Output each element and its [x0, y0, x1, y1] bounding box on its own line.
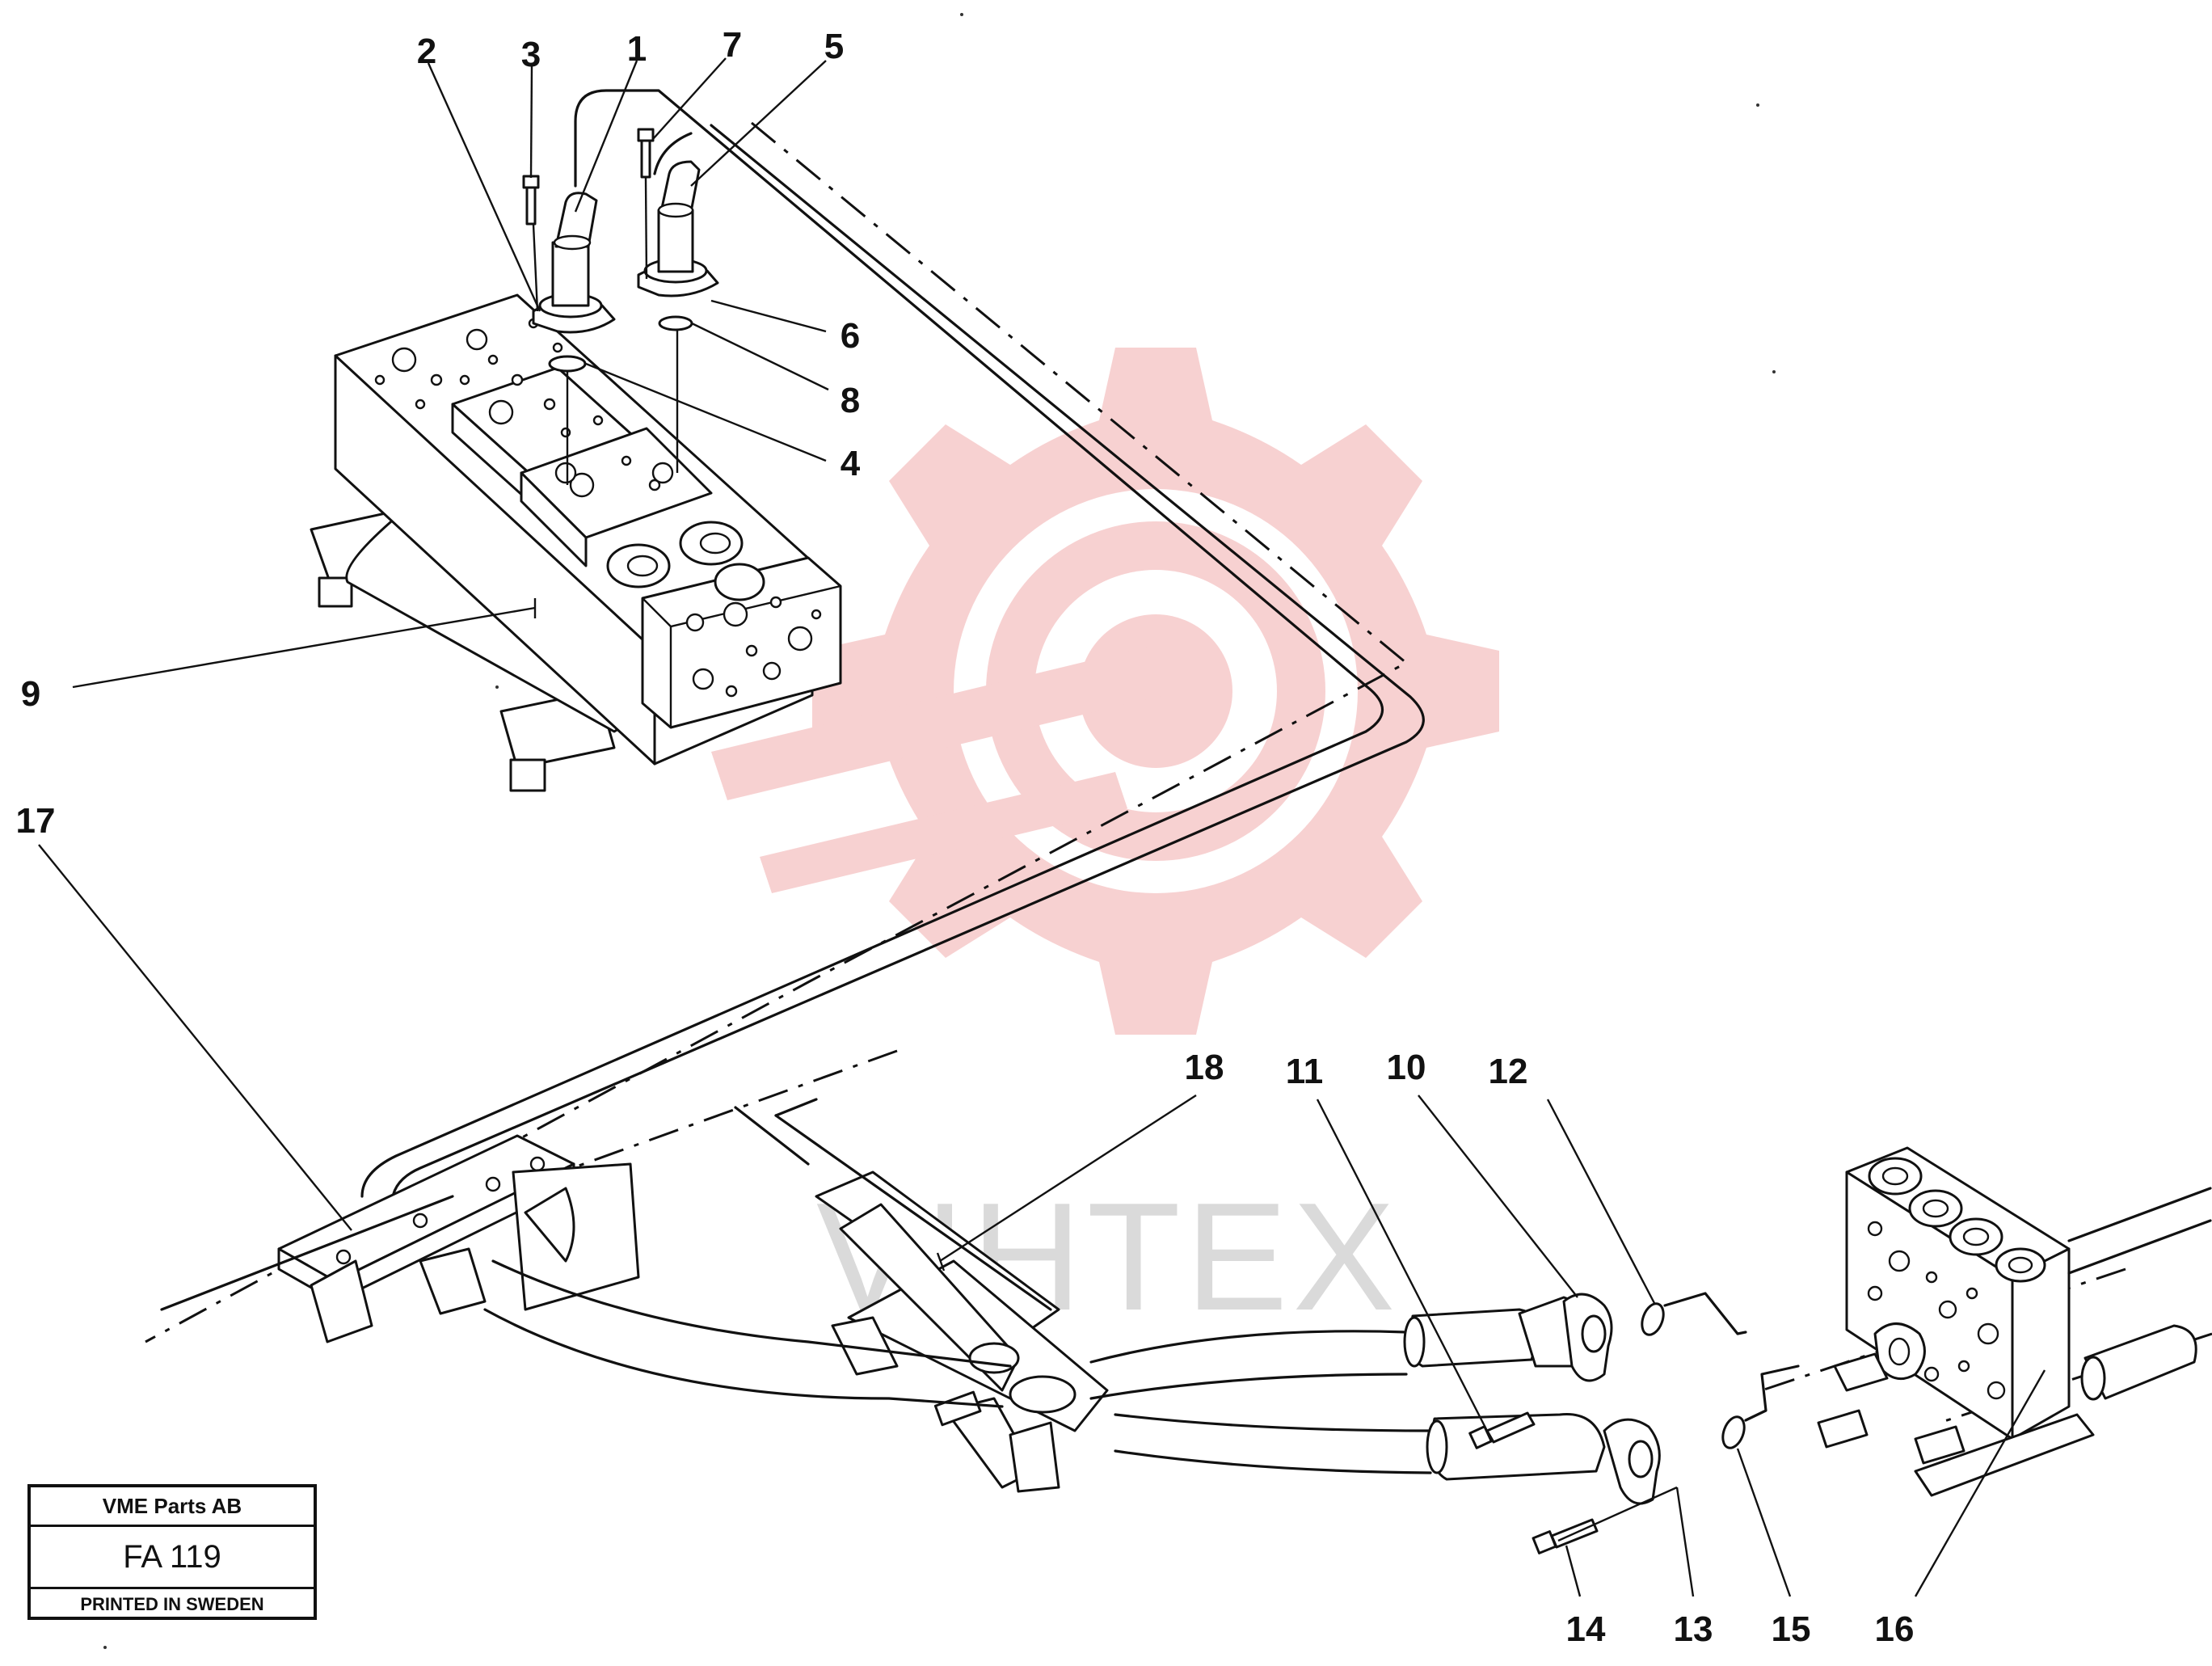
remote-valve-block-16	[1817, 1146, 2212, 1497]
o-ring-12	[1641, 1302, 1665, 1336]
title-block-footer: PRINTED IN SWEDEN	[80, 1594, 264, 1614]
label-16: 16	[1875, 1609, 1915, 1649]
label-4: 4	[841, 444, 861, 483]
bolt-7	[637, 128, 655, 179]
label-13: 13	[1674, 1609, 1713, 1649]
label-11: 11	[1286, 1052, 1324, 1091]
title-block-company: VME Parts AB	[31, 1487, 314, 1527]
hoses	[483, 1259, 1432, 1474]
hose-fitting-13	[1426, 1413, 1661, 1505]
pilot-valve-right	[637, 160, 719, 331]
label-15: 15	[1772, 1609, 1811, 1649]
o-ring-15	[1721, 1415, 1746, 1449]
screw-11	[1468, 1411, 1536, 1449]
title-block-code: FA 119	[31, 1527, 314, 1589]
label-3: 3	[521, 35, 541, 74]
control-valve-block	[310, 293, 842, 792]
label-17: 17	[16, 801, 56, 841]
label-1: 1	[627, 29, 647, 69]
title-block: VME Parts AB FA 119 PRINTED IN SWEDEN	[27, 1484, 317, 1620]
screw-14	[1532, 1518, 1599, 1554]
label-2: 2	[417, 32, 436, 71]
pilot-hose-route	[360, 89, 1425, 1206]
watermark-gear-logo	[711, 348, 1499, 1035]
label-5: 5	[824, 27, 844, 66]
label-8: 8	[841, 381, 860, 420]
hose-fitting-10	[1403, 1293, 1613, 1382]
callout-labels: 1 2 3 4 5 6 7 8 9 10 11 12 13 14 15 16 1…	[16, 25, 1915, 1649]
label-18: 18	[1185, 1048, 1224, 1087]
label-14: 14	[1566, 1609, 1606, 1649]
leader-lines	[38, 57, 2046, 1597]
bolt-3	[522, 175, 540, 226]
label-12: 12	[1489, 1052, 1528, 1091]
label-9: 9	[21, 674, 40, 714]
label-7: 7	[723, 25, 742, 65]
label-10: 10	[1387, 1048, 1426, 1087]
pilot-valve-left	[532, 192, 616, 373]
pedal-plate-17	[160, 1134, 640, 1343]
label-6: 6	[841, 316, 860, 356]
